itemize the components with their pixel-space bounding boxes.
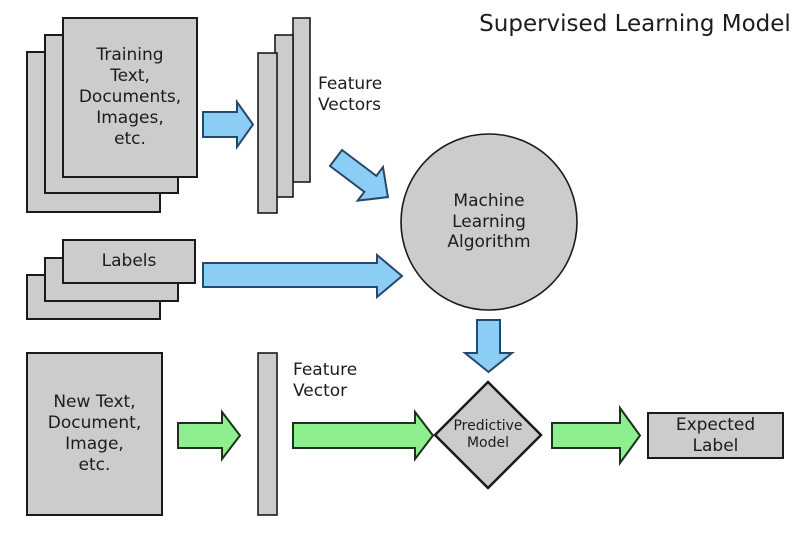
predictive-model-label: Predictive Model: [453, 418, 523, 451]
arrow-input-to-vector: [177, 409, 242, 462]
arrow-vector-to-model: [292, 409, 435, 462]
expected-label-box: [647, 412, 784, 459]
new-input-label: New Text, Document, Image, etc.: [47, 392, 142, 475]
feature-vectors-label: Feature Vectors: [318, 74, 383, 115]
arrow-documents-to-vectors: [202, 98, 255, 151]
training-documents-stack: [26, 17, 198, 213]
vector-bar-back-shape: [292, 17, 311, 183]
expected-label-text: Expected Label: [675, 414, 756, 456]
arrow-vectors-to-algorithm: [328, 148, 390, 202]
labels-front-shape: [62, 239, 196, 284]
training-data-label: Training Text, Documents, Images, etc.: [78, 45, 182, 149]
new-input-shape: [26, 352, 163, 516]
labels-stack: [26, 239, 196, 320]
feature-vector-bar-shape: [257, 352, 278, 516]
arrow-model-to-label: [551, 404, 642, 467]
ml-algorithm-circle: [400, 133, 578, 311]
ml-algorithm-label: Machine Learning Algorithm: [447, 191, 531, 253]
feature-vector-label: Feature Vector: [293, 360, 358, 401]
page-title: Supervised Learning Model: [479, 11, 791, 37]
feature-vectors-stack: [257, 17, 311, 214]
predictive-model-diamond: [433, 380, 543, 490]
arrow-labels-to-algorithm: [202, 252, 404, 300]
labels-label: Labels: [101, 251, 157, 271]
vector-bar-front-shape: [257, 52, 278, 214]
arrow-algorithm-to-model: [462, 319, 515, 374]
document-front-shape: [62, 17, 198, 178]
